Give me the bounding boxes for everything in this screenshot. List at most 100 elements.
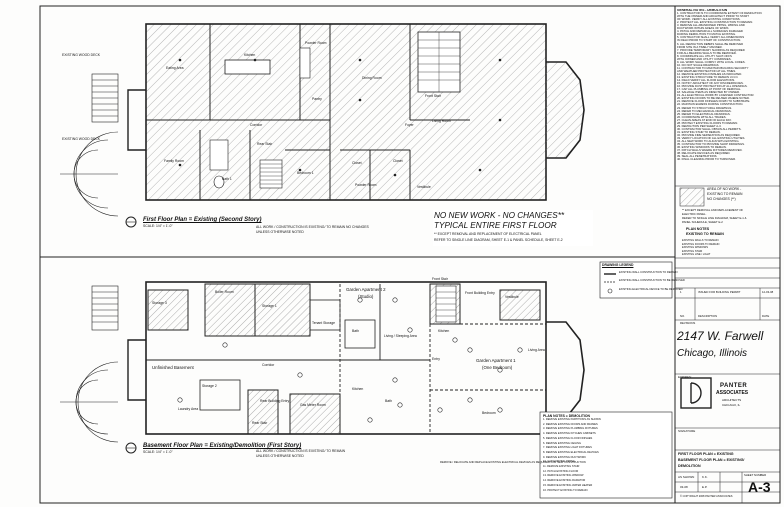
general-note-line: 1. CONTRACTOR IS TO COORDINATE EXTENT OF… xyxy=(677,12,762,16)
room-label: Corridor xyxy=(262,363,275,367)
general-note-line: 39. SEAL ALL PENETRATIONS. xyxy=(677,155,718,159)
sheet-number: A-3 xyxy=(748,479,771,495)
general-note-line: 9. ALL WORK SHALL COMPLY WITH LOCAL CODE… xyxy=(677,60,746,64)
room-label: Gas Meter Room xyxy=(300,403,326,407)
demo-note: 13. REMOVE EXISTING WINDOW xyxy=(543,474,584,478)
demo-note: 5. REMOVE EXISTING FLOOR FINISHES xyxy=(543,436,593,440)
checked-by: E.P. xyxy=(702,485,708,489)
general-note-line: 28. PROTECT EXISTING FLOORS TO REMAIN. xyxy=(677,121,739,125)
room-label: Bath xyxy=(385,399,392,403)
room-label: Dining Room xyxy=(362,76,382,80)
room-label: Kitchen xyxy=(352,387,364,391)
general-note-line: 32. PROVIDE FIRE SEPARATION AS REQUIRED. xyxy=(677,133,741,137)
room-label: Front Stair xyxy=(425,94,441,98)
room-label: Living / Sleeping Area xyxy=(384,334,417,338)
first-floor-plan xyxy=(60,23,585,228)
general-note-line: DUCTWORK WITHIN AREAS OF WORK. xyxy=(677,27,730,31)
first-floor-note: ALL WORK / CONSTRUCTION IS EXISTING/ TO … xyxy=(256,225,369,229)
room-label: Rear Building Entry xyxy=(260,399,290,403)
general-note-line: 21. REMOVE FLOOR FINISHES DOWN TO SUBSTR… xyxy=(677,100,751,104)
general-note-line: 31. EXISTING STAIR TO REMAIN. xyxy=(677,130,721,134)
room-label: Storage 2 xyxy=(202,384,217,388)
general-note-line: 19. ALL ELECTRICAL WORK BY LICENSED CONT… xyxy=(677,94,755,98)
room-label: Entry xyxy=(432,357,440,361)
general-note-line: 12. REMOVE EXISTING FINISHES AS INDICATE… xyxy=(677,72,743,76)
room-label: Kitchen xyxy=(244,53,256,57)
room-label: Storage 1 xyxy=(262,304,277,308)
panel-note-ref: REFER TO SINGLE LINE DIAGRAM, SHEET E-1 … xyxy=(434,238,563,242)
project-city: Chicago, Illinois xyxy=(677,348,748,359)
plan-notes-subtitle: EXISTING TO REMAIN xyxy=(686,232,724,236)
general-note-line: 40. FINAL CLEANING PRIOR TO TURNOVER. xyxy=(677,158,736,162)
demo-note: 9. REMOVE EXISTING DUCTWORK xyxy=(543,455,586,459)
plan-note-item: EXISTING WALLS TO REMAIN xyxy=(682,239,719,242)
general-note-line: 38. RELOCATE DEVICES AS REQUIRED. xyxy=(677,152,731,156)
general-note-line: IN FIELD PRIOR TO START OF CONSTRUCTION. xyxy=(677,39,742,43)
general-note-line: 23. REFER TO STRUCTURAL DRAWINGS. xyxy=(677,106,733,110)
expires-label: EXPIRES: xyxy=(678,375,692,379)
general-note-line: 10. DO NOT SCALE DRAWINGS. xyxy=(677,63,720,67)
demo-note: 16. PROTECT EXISTING TO REMAIN xyxy=(543,488,588,492)
demo-note: 4. REMOVE EXISTING KITCHEN CABINETS xyxy=(543,432,596,436)
room-label: Bedroom 1 xyxy=(297,171,314,175)
panel-note: ** EXCEPT REMOVAL AND REPLACEMENT OF ELE… xyxy=(434,232,542,236)
room-label: Rear Stair xyxy=(257,142,273,146)
hatch-legend-line: AREA OF NO WORK - xyxy=(707,187,742,191)
demo-note: 2. REMOVE EXISTING DOORS AND FRAMES xyxy=(543,422,598,426)
general-note-line: 27. CLEAN AREAS AT END OF EACH DAY. xyxy=(677,118,732,122)
revisions-label: REVISIONS xyxy=(680,321,696,325)
general-note-line: 15. NOTIFY ARCHITECT OF ANY DISCREPANCIE… xyxy=(677,82,744,86)
general-note-line: 33. VERIFY LOCATION OF ALL EXISTING UTIL… xyxy=(677,136,746,140)
general-note-line: 35. CONTRACTOR TO PROVIDE SHOP DRAWINGS. xyxy=(677,143,745,147)
revision-number: 1 xyxy=(680,290,682,294)
hatch-legend-line: PANEL SCHEDULE, SHEET E-2 xyxy=(682,220,723,224)
general-note-line: 14. FIELD VERIFY ALL FLOOR ELEVATIONS. xyxy=(677,79,736,83)
general-note-line: OF WORK. VERIFY ALL EXISTING CONDITIONS. xyxy=(677,18,741,22)
demo-note: 3. REMOVE EXISTING PLUMBING FIXTURES xyxy=(543,427,598,431)
room-label: Laundry Area xyxy=(178,407,199,411)
general-note-line: 8. COORDINATE ALL UTILITY SHUT-OFFS xyxy=(677,54,732,58)
demo-note: 6. REMOVE EXISTING CEILING xyxy=(543,441,582,445)
demo-note: 12. PATCH EXISTING FLOOR xyxy=(543,469,579,473)
demo-note: 15. REMOVE EXISTING WATER HEATER xyxy=(543,483,593,487)
room-label: Closet xyxy=(393,159,403,163)
general-note-line: 24. REFER TO MECHANICAL DRAWINGS. xyxy=(677,109,732,113)
basement-note: ALL WORK / CONSTRUCTION IS EXISTING/ TO … xyxy=(256,449,346,453)
room-label: Closet xyxy=(352,161,362,165)
general-notes-title: GENERAL NOTES - DEMOLITION xyxy=(677,9,728,12)
deck-label: EXISTING WOOD DECK xyxy=(62,137,101,141)
room-label: Eating Area xyxy=(166,66,184,70)
room-label: Bath 1 xyxy=(222,177,232,181)
general-note-line: 37. PATCH WALLS WHERE FIXTURES REMOVED. xyxy=(677,149,743,153)
hatch-legend-line: ELECTRIC PANEL. xyxy=(682,212,707,216)
first-floor-scale: SCALE: 1/4" = 1'-0" xyxy=(143,224,173,228)
sheet-date: 03-08 xyxy=(680,485,688,489)
basement-plan xyxy=(60,281,585,454)
plan-note-item: EXISTING DOORS TO REMAIN xyxy=(682,242,720,246)
room-label: Unfinished Basement xyxy=(152,365,194,370)
room-label: Foyer xyxy=(405,123,414,127)
drawn-by: K.K. xyxy=(702,475,708,479)
revision-col-desc: DESCRIPTION xyxy=(698,314,718,318)
firm-address: CHICAGO, IL xyxy=(722,403,741,407)
typical-first-floor: TYPICAL ENTIRE FIRST FLOOR xyxy=(434,221,557,230)
general-note-line: 4. PATCH AND REPAIR ALL SURFACES DAMAGED xyxy=(677,30,743,34)
project-address: 2147 W. Farwell xyxy=(677,329,764,343)
room-label: (Studio) xyxy=(358,294,374,299)
deck-label: EXISTING WOOD DECK xyxy=(62,53,101,57)
general-note-line: 17. CAP ALL PLUMBING AT POINT OF REMOVAL… xyxy=(677,88,742,92)
general-note-line: WITH OWNER AND UTILITY COMPANIES. xyxy=(677,57,732,61)
general-note-line: FROM SITE IN A TIMELY MANNER. xyxy=(677,45,723,49)
general-note-line: 13. EXISTING STRUCTURE TO REMAIN U.N.O. xyxy=(677,76,739,80)
room-label: Bath xyxy=(352,329,359,333)
room-label: Family Room xyxy=(164,159,184,163)
firm-sub: ARCHITECTS xyxy=(722,398,742,402)
basement-note: UNLESS OTHERWISE NOTED xyxy=(256,454,304,458)
demo-note: 10. CAP EXISTING PIPING xyxy=(543,460,575,464)
general-note-line: 34. ALL NEW WORK TO ALIGN WITH EXISTING. xyxy=(677,140,740,144)
room-label: Living Room xyxy=(432,119,451,123)
room-label: Bedroom xyxy=(482,411,496,415)
general-note-line: 3. REMOVE ALL ABANDONED PIPING, WIRING A… xyxy=(677,24,745,28)
